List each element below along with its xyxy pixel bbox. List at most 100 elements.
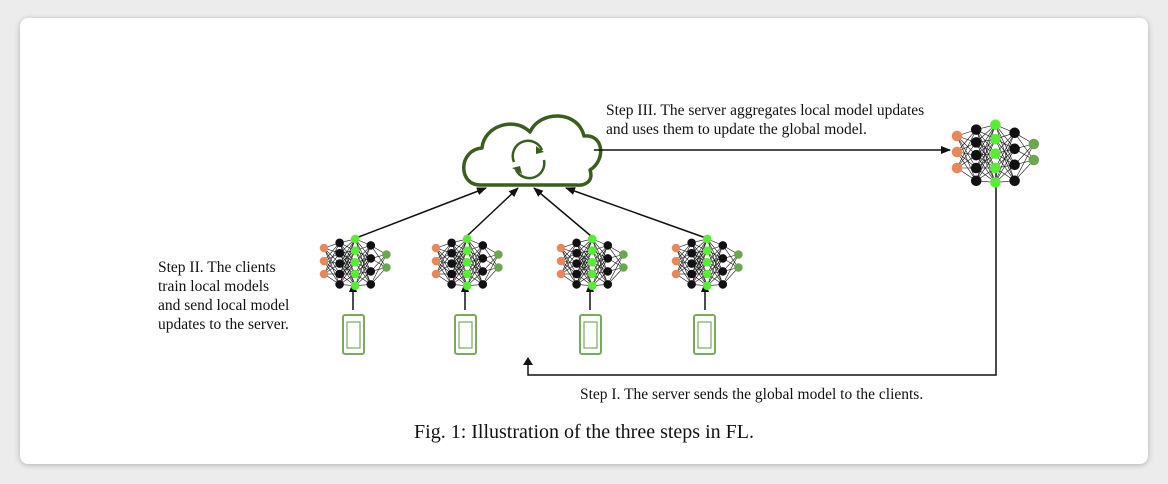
nn-edge <box>354 250 372 285</box>
nn-edge <box>591 238 609 272</box>
nn-edge <box>706 262 724 285</box>
nn-node <box>687 238 696 248</box>
nn-edge <box>956 129 977 169</box>
step3-line: and uses them to update the global model… <box>606 121 867 138</box>
nn-edge <box>339 238 356 275</box>
nn-node <box>702 258 712 267</box>
nn-node <box>1028 154 1040 166</box>
nn-node <box>619 263 628 272</box>
nn-node <box>587 269 597 279</box>
step2-label: Step II. The clients train local models … <box>158 258 289 334</box>
nn-edge <box>339 238 356 264</box>
nn-edge <box>975 142 996 183</box>
nn-node <box>990 148 1001 159</box>
step1-label: Step I. The server sends the global mode… <box>580 386 924 403</box>
nn-edge <box>354 250 372 272</box>
nn-node <box>431 256 441 266</box>
nn-node <box>366 280 376 289</box>
nn-edge <box>956 135 977 169</box>
nn-edge <box>576 253 593 286</box>
nn-edge <box>576 250 593 285</box>
nn-node <box>1009 159 1020 171</box>
nn-node <box>494 250 503 259</box>
neural-network-icon <box>431 234 503 290</box>
step3-label: Step III. The server aggregates local mo… <box>606 101 924 139</box>
nn-edge <box>691 262 708 285</box>
nn-edge <box>975 124 996 169</box>
nn-node <box>572 280 581 289</box>
nn-edge <box>675 247 692 275</box>
nn-node <box>335 259 344 268</box>
nn-node <box>718 241 728 250</box>
step2-line: Step II. The clients <box>158 259 276 276</box>
nn-edge <box>466 250 484 272</box>
neural-network-icon <box>951 119 1040 188</box>
nn-node <box>970 124 982 135</box>
nn-node <box>366 254 376 263</box>
step3-line: Step III. The server aggregates local mo… <box>606 102 925 119</box>
neural-network-icon <box>556 234 628 290</box>
nn-edge <box>995 132 1015 169</box>
nn-edge <box>956 135 977 181</box>
nn-edge <box>995 148 1015 183</box>
nn-edge <box>451 253 468 275</box>
nn-node <box>431 243 441 253</box>
nn-node <box>687 248 696 258</box>
nn-node <box>990 162 1001 174</box>
nn-node <box>970 137 982 148</box>
nn-node <box>478 267 488 276</box>
nn-edge <box>975 155 996 183</box>
nn-node <box>687 259 696 268</box>
nn-node <box>350 269 360 279</box>
nn-node <box>951 162 963 174</box>
nn-edge <box>675 260 692 285</box>
nn-node <box>1009 143 1020 155</box>
nn-edge <box>691 238 708 275</box>
nn-edge <box>323 260 340 285</box>
nn-node <box>319 243 329 253</box>
nn-node <box>951 130 963 142</box>
nn-node <box>587 281 597 290</box>
nn-node <box>462 246 472 255</box>
step2-line: updates to the server. <box>158 316 289 333</box>
nn-edge <box>591 258 609 286</box>
nn-node <box>718 267 728 276</box>
nn-edge <box>323 247 340 275</box>
nn-edge <box>354 238 372 285</box>
nn-node <box>335 280 344 289</box>
nn-node <box>382 250 391 259</box>
nn-node <box>478 280 488 289</box>
nn-edge <box>675 242 692 275</box>
nn-edge <box>560 247 577 275</box>
nn-node <box>572 259 581 268</box>
neural-network-icon <box>671 234 743 290</box>
nn-edge <box>706 238 724 272</box>
nn-node <box>556 256 566 266</box>
nn-node <box>734 250 743 259</box>
broadcast-arrowhead <box>523 357 533 365</box>
nn-edge <box>576 238 593 264</box>
nn-node <box>970 149 982 161</box>
nn-node <box>603 254 613 263</box>
nn-node <box>572 238 581 248</box>
nn-node <box>350 281 360 290</box>
nn-edge <box>560 242 577 275</box>
nn-node <box>447 280 456 289</box>
nn-edge <box>691 263 708 286</box>
nn-node <box>319 256 329 266</box>
nn-edge <box>591 250 609 285</box>
nn-edge <box>706 238 724 285</box>
nn-edge <box>466 258 484 286</box>
nn-node <box>556 269 566 279</box>
nn-node <box>990 177 1001 188</box>
nn-node <box>619 250 628 259</box>
nn-node <box>1028 138 1040 150</box>
nn-node <box>587 258 597 267</box>
nn-edge <box>466 245 484 275</box>
nn-edge <box>354 245 372 286</box>
nn-node <box>572 248 581 258</box>
nn-edge <box>435 260 452 285</box>
nn-node <box>718 254 728 263</box>
nn-node <box>366 267 376 276</box>
